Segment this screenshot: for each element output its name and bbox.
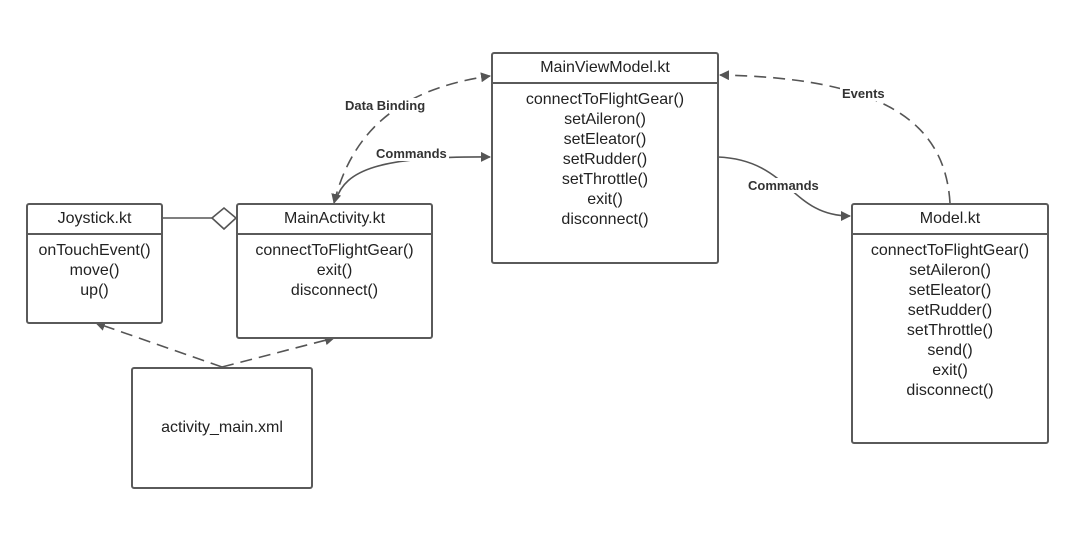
commands-model-label: Commands (746, 178, 821, 193)
method-item: setEleator() (908, 282, 992, 299)
aggregation-diamond (210, 206, 238, 231)
method-list: connectToFlightGear() setAileron() setEl… (853, 235, 1047, 401)
method-item: disconnect() (290, 282, 379, 299)
method-list: connectToFlightGear() exit() disconnect(… (238, 235, 431, 301)
method-list: onTouchEvent() move() up() (28, 235, 161, 301)
method-item: connectToFlightGear() (870, 242, 1030, 259)
class-model[interactable]: Model.kt connectToFlightGear() setAilero… (851, 203, 1049, 444)
method-item: setEleator() (563, 131, 647, 148)
method-item: move() (69, 262, 120, 279)
method-item: send() (927, 342, 973, 359)
class-joystick[interactable]: Joystick.kt onTouchEvent() move() up() (26, 203, 163, 324)
method-item: setRudder() (562, 151, 648, 168)
method-item: setThrottle() (561, 171, 649, 188)
layout-file-name: activity_main.xml (161, 419, 283, 436)
layout-file-box[interactable]: activity_main.xml (131, 367, 313, 489)
method-item: setRudder() (907, 302, 993, 319)
events-edge (719, 70, 951, 204)
commands-activity-label: Commands (374, 146, 449, 161)
class-title: MainActivity.kt (238, 205, 431, 235)
method-item: exit() (932, 362, 968, 379)
class-title: MainViewModel.kt (493, 54, 717, 84)
data-binding-label: Data Binding (343, 98, 428, 113)
method-item: disconnect() (906, 382, 994, 399)
method-item: setAileron() (909, 262, 991, 279)
method-item: up() (80, 282, 109, 299)
class-mainactivity[interactable]: MainActivity.kt connectToFlightGear() ex… (236, 203, 433, 339)
method-item: setThrottle() (906, 322, 994, 339)
method-list: connectToFlightGear() setAileron() setEl… (493, 84, 717, 230)
layout-to-joystick-edge (95, 321, 223, 368)
method-item: connectToFlightGear() (525, 91, 685, 108)
events-label: Events (840, 86, 887, 101)
method-item: onTouchEvent() (38, 242, 151, 259)
method-item: setAileron() (564, 111, 646, 128)
class-title: Model.kt (853, 205, 1047, 235)
class-mainviewmodel[interactable]: MainViewModel.kt connectToFlightGear() s… (491, 52, 719, 264)
method-item: connectToFlightGear() (255, 242, 414, 259)
class-title: Joystick.kt (28, 205, 161, 235)
method-item: disconnect() (561, 211, 649, 228)
commands-activity-to-viewmodel-edge (335, 151, 491, 201)
method-item: exit() (316, 262, 353, 279)
data-binding-edge (331, 72, 491, 204)
method-item: exit() (587, 191, 623, 208)
layout-to-mainactivity-edge (221, 335, 335, 368)
